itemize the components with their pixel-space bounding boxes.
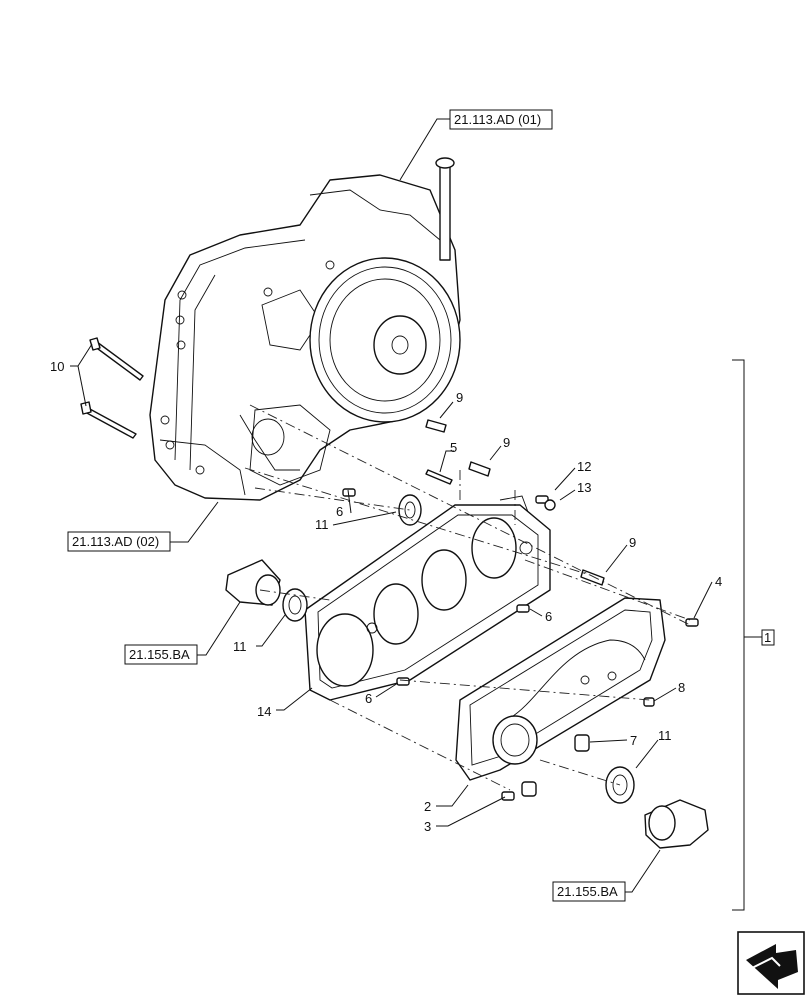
intermediate-housing xyxy=(304,495,551,701)
callout-14: 14 xyxy=(257,704,271,719)
callout-9-upper: 9 xyxy=(456,390,463,405)
reference-label-bottom: 21.155.BA xyxy=(557,884,618,899)
alignment-lines xyxy=(244,404,691,791)
reference-box-mid[interactable]: 21.155.BA xyxy=(124,644,198,665)
callout-6-top: 6 xyxy=(336,504,343,519)
yoke-flange-left xyxy=(225,559,281,606)
bolt-4 xyxy=(685,618,699,627)
yoke-flange-right xyxy=(644,799,709,849)
callout-6-mid: 6 xyxy=(545,609,552,624)
callout-11-right: 11 xyxy=(658,728,672,743)
bolt-3 xyxy=(501,791,515,801)
callout-3: 3 xyxy=(424,819,431,834)
callout-7: 7 xyxy=(630,733,637,748)
dowel-6-mid xyxy=(516,604,530,613)
callout-11-top: 11 xyxy=(315,517,329,532)
callout-13: 13 xyxy=(577,480,591,495)
reference-box-left[interactable]: 21.113.AD (02) xyxy=(67,531,171,552)
seal-11-top xyxy=(398,494,422,526)
nut-13 xyxy=(544,499,556,511)
reference-label-top: 21.113.AD (01) xyxy=(454,112,541,127)
callout-9-mid: 9 xyxy=(503,435,510,450)
bolt-9-lower xyxy=(580,569,605,586)
dowel-6-low xyxy=(396,677,410,686)
callout-10: 10 xyxy=(50,359,64,374)
spring-7 xyxy=(521,734,590,797)
reference-label-left: 21.113.AD (02) xyxy=(72,534,159,549)
bolt-9-mid xyxy=(468,461,491,477)
bolt-10-lower xyxy=(80,401,137,439)
callout-leaders xyxy=(70,343,713,827)
rear-cover xyxy=(455,597,666,781)
transmission-housing xyxy=(149,157,461,501)
callout-2: 2 xyxy=(424,799,431,814)
seal-11-left xyxy=(282,588,308,622)
bolt-12 xyxy=(535,495,549,504)
bolt-10-upper xyxy=(89,337,144,381)
reference-box-bottom[interactable]: 21.155.BA xyxy=(552,881,626,902)
callout-12: 12 xyxy=(577,459,591,474)
callout-4: 4 xyxy=(715,574,722,589)
callout-11-left: 11 xyxy=(233,639,247,654)
bolt-9-upper xyxy=(425,419,447,433)
bolt-5 xyxy=(425,469,453,485)
reference-label-mid: 21.155.BA xyxy=(129,647,190,662)
callout-8: 8 xyxy=(678,680,685,695)
callout-5: 5 xyxy=(450,440,457,455)
reference-box-top[interactable]: 21.113.AD (01) xyxy=(449,109,553,130)
callout-9-lower: 9 xyxy=(629,535,636,550)
next-page-arrow-icon[interactable] xyxy=(737,931,805,995)
callout-6-low: 6 xyxy=(365,691,372,706)
callout-1: 1 xyxy=(764,630,771,645)
assembly-bracket xyxy=(732,359,775,911)
